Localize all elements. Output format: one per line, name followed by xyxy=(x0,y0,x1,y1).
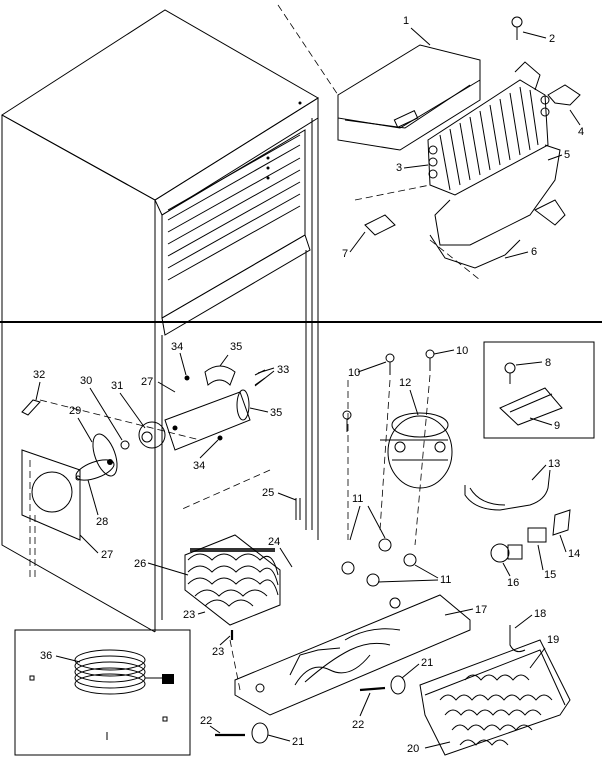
label-8: 8 xyxy=(545,357,551,369)
label-23a: 23 xyxy=(183,609,195,621)
evaporator-clip xyxy=(364,214,396,236)
label-15: 15 xyxy=(544,569,556,581)
label-22b: 22 xyxy=(200,715,212,727)
relay-cover xyxy=(552,509,571,536)
label-20: 20 xyxy=(407,743,419,755)
drain-bracket xyxy=(534,199,566,226)
label-17: 17 xyxy=(475,604,487,616)
label-31: 31 xyxy=(111,380,123,392)
label-32: 32 xyxy=(33,369,45,381)
label-11a: 11 xyxy=(352,493,363,505)
label-30: 30 xyxy=(80,375,92,387)
label-19: 19 xyxy=(547,634,559,646)
defrost-heater-block xyxy=(547,84,581,106)
label-27b: 27 xyxy=(101,549,113,561)
evaporator-coil xyxy=(427,61,550,196)
label-36: 36 xyxy=(40,650,52,662)
inset-box-tubing xyxy=(14,629,191,756)
label-5: 5 xyxy=(564,149,570,161)
label-27a: 27 xyxy=(141,376,153,388)
label-34a: 34 xyxy=(171,341,183,353)
roller xyxy=(251,675,406,744)
label-6: 6 xyxy=(531,246,537,258)
label-18: 18 xyxy=(534,608,546,620)
label-28: 28 xyxy=(96,516,108,528)
air-duct xyxy=(164,389,251,451)
condenser-tube xyxy=(295,498,301,520)
heater-tube xyxy=(429,144,561,269)
label-4: 4 xyxy=(578,126,584,138)
label-10b: 10 xyxy=(456,345,468,357)
fan-motor xyxy=(120,421,166,450)
freezer-shelf xyxy=(167,134,301,281)
drain-pan-grid xyxy=(439,674,553,746)
evaporator-cover xyxy=(337,44,481,151)
label-34b: 34 xyxy=(193,460,205,472)
label-26: 26 xyxy=(134,558,146,570)
label-33: 33 xyxy=(277,364,289,376)
duct-clip-top xyxy=(204,365,236,386)
base-plate xyxy=(234,594,471,716)
inset-box-heater xyxy=(483,341,595,439)
relay xyxy=(490,543,523,563)
label-35b: 35 xyxy=(270,407,282,419)
label-24: 24 xyxy=(268,536,280,548)
compressor xyxy=(380,412,453,489)
label-25: 25 xyxy=(262,487,274,499)
label-13: 13 xyxy=(548,458,560,470)
fan-blade xyxy=(75,433,118,481)
condenser-coil xyxy=(184,534,281,626)
compressor-bolt xyxy=(342,349,435,432)
label-29: 29 xyxy=(69,405,81,417)
label-23b: 23 xyxy=(212,646,224,658)
label-10a: 10 xyxy=(348,367,360,379)
label-2: 2 xyxy=(549,33,555,45)
drain-tube xyxy=(509,625,526,653)
fan-shroud xyxy=(21,449,81,541)
screw xyxy=(215,630,386,737)
label-22a: 22 xyxy=(352,719,364,731)
label-12: 12 xyxy=(399,377,411,389)
callouts: 1 2 3 4 5 6 7 8 9 10 10 11 11 12 13 14 1… xyxy=(21,15,584,755)
discharge-tube xyxy=(464,469,551,511)
overload xyxy=(527,527,547,543)
label-21b: 21 xyxy=(292,736,304,748)
power-cord xyxy=(304,628,401,683)
label-3: 3 xyxy=(396,162,402,174)
label-11b: 11 xyxy=(440,574,451,586)
refrigerator-cabinet xyxy=(1,9,319,633)
grommet xyxy=(341,538,417,587)
label-9: 9 xyxy=(554,420,560,432)
label-1: 1 xyxy=(403,15,409,27)
leader-lines xyxy=(34,239,481,691)
thermostat-sensor xyxy=(511,16,523,40)
label-35a: 35 xyxy=(230,341,242,353)
label-14: 14 xyxy=(568,548,580,560)
label-16: 16 xyxy=(507,577,519,589)
drain-pan xyxy=(419,639,571,756)
label-7: 7 xyxy=(342,248,348,260)
label-21a: 21 xyxy=(421,657,433,669)
